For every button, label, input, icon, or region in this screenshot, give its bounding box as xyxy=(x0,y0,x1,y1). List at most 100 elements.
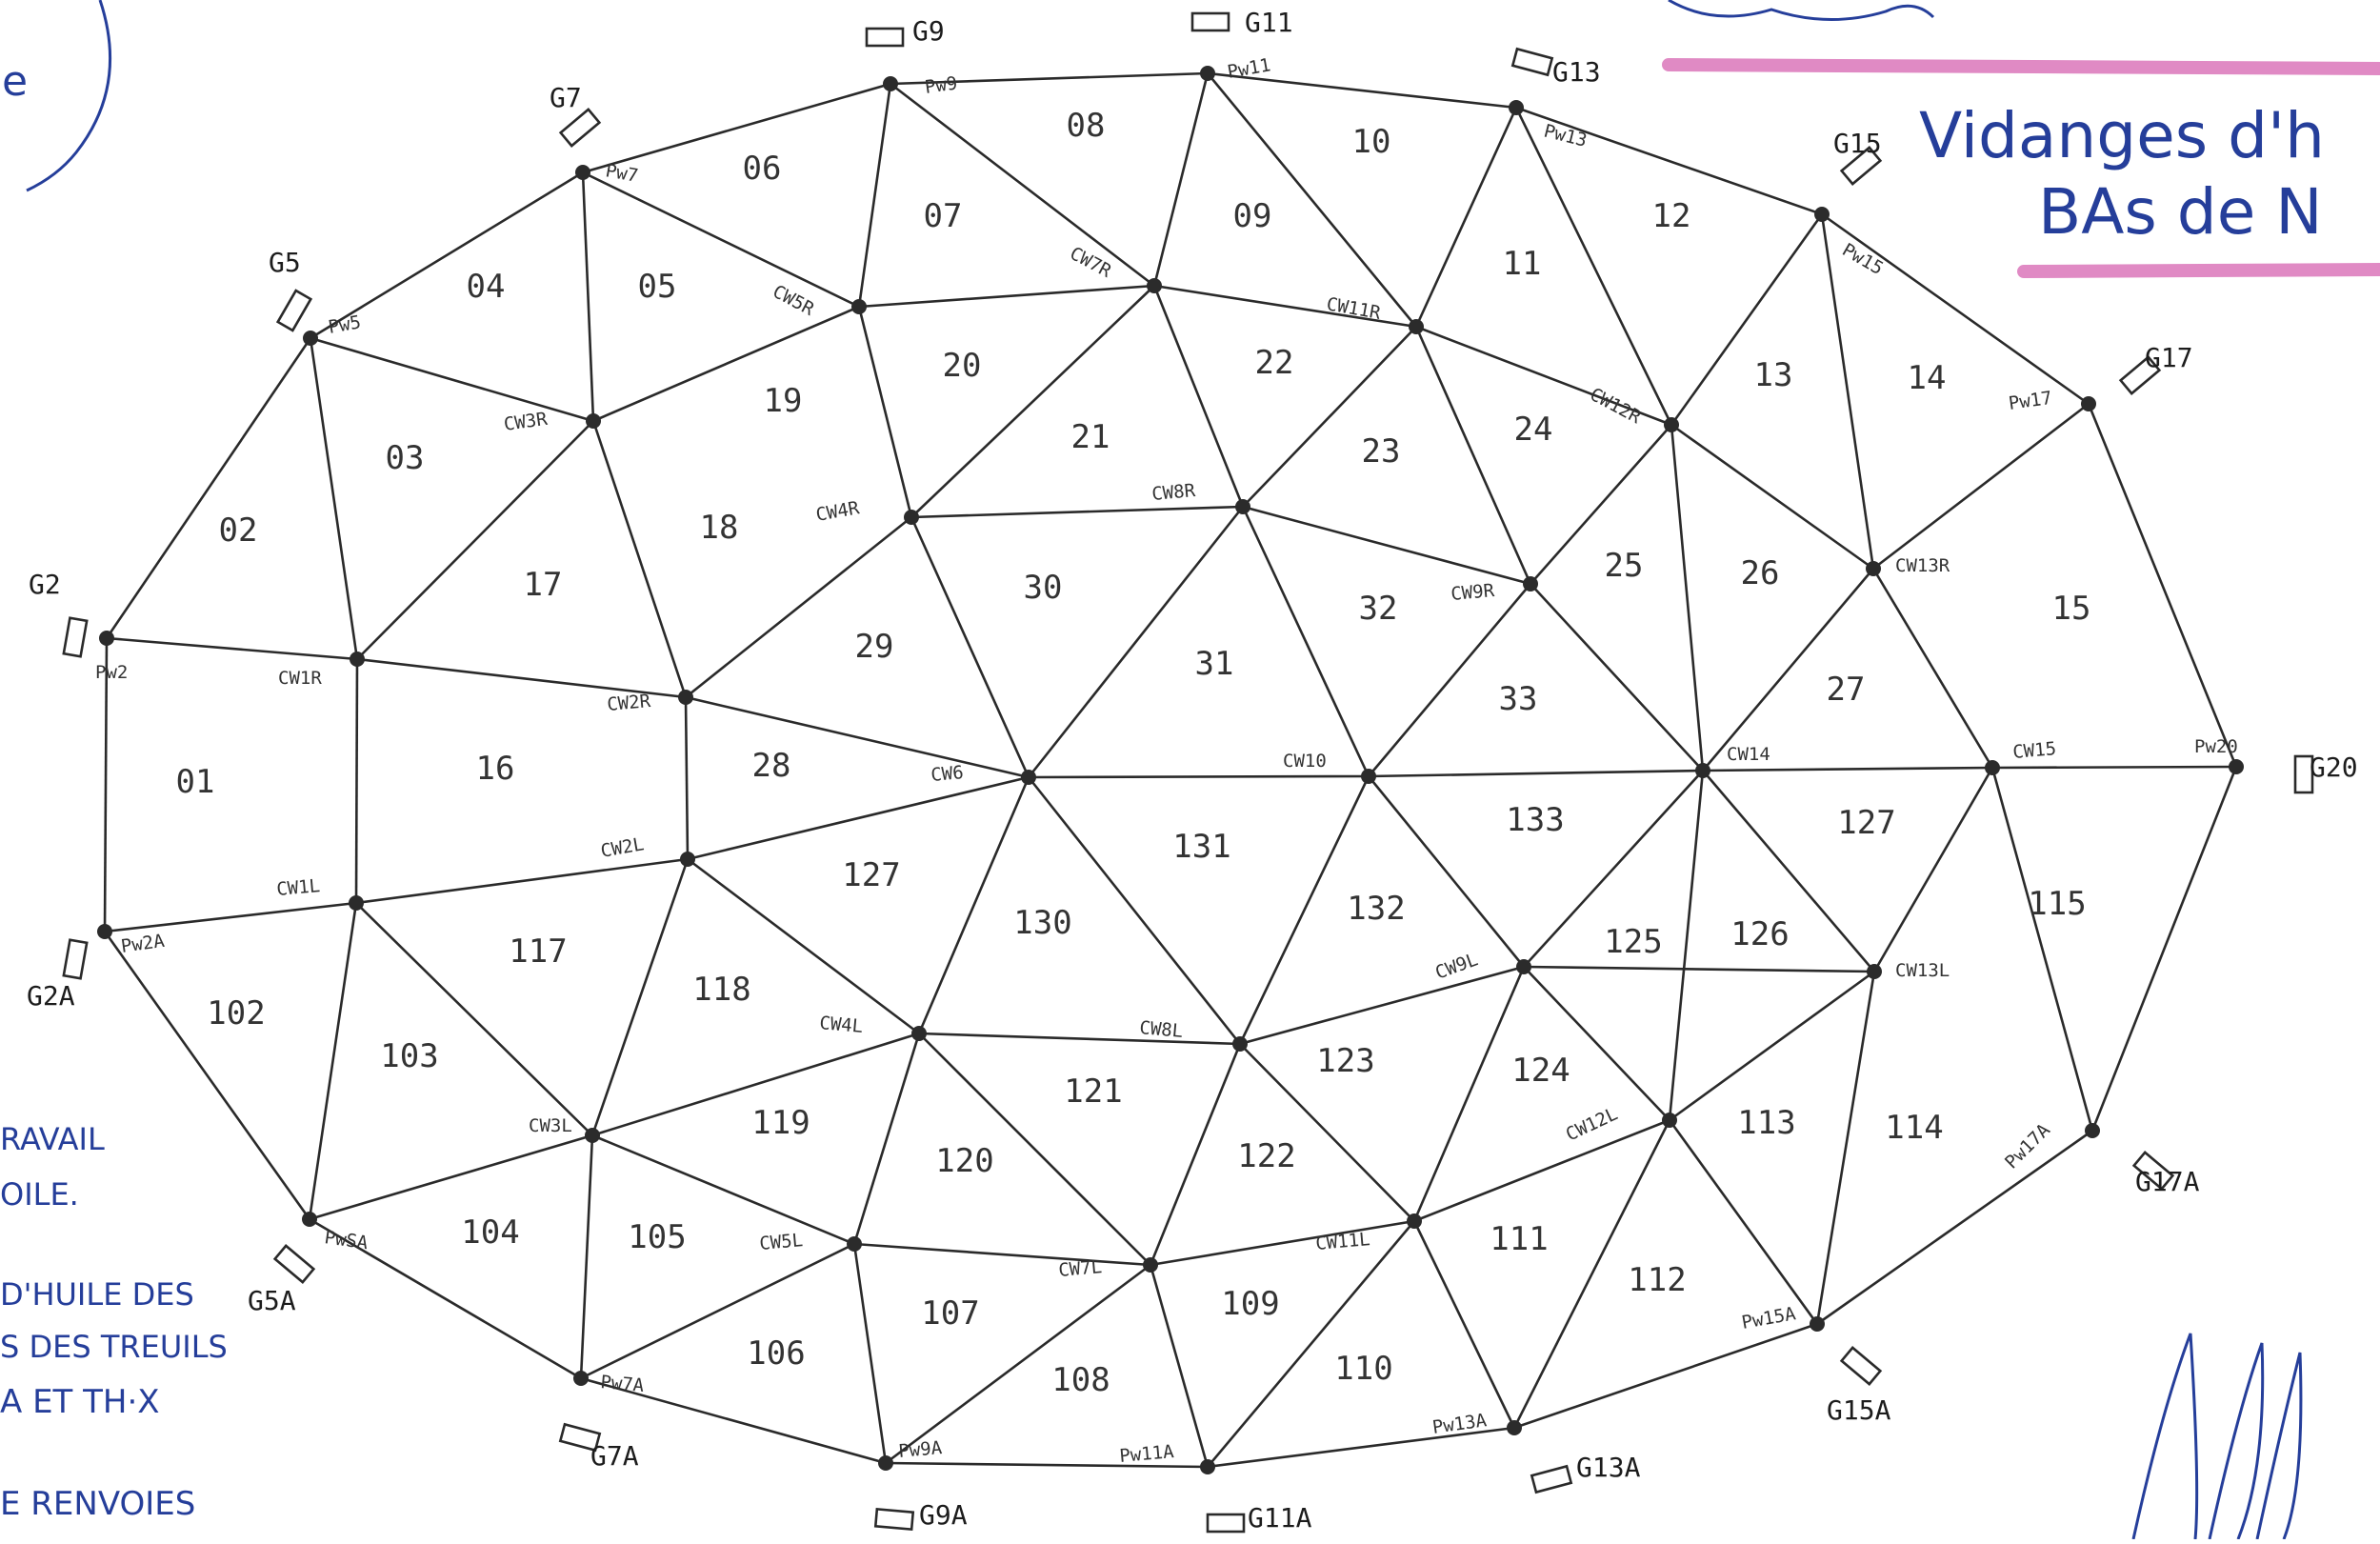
anchor-label-g20: G20 xyxy=(2310,752,2358,783)
note-fragment-renvoies: E RENVOIES xyxy=(0,1485,195,1523)
edge-pw20-pw17a xyxy=(2090,766,2238,1132)
anchor-label-g15: G15 xyxy=(1833,128,1882,159)
note-fragment-ravail: RAVAIL xyxy=(0,1121,105,1157)
panel-number-08: 08 xyxy=(1067,107,1106,145)
edge-cw12r-cw13r xyxy=(1670,423,1874,571)
panel-number-26: 26 xyxy=(1741,554,1780,592)
node-label-pw2a: Pw2A xyxy=(120,931,167,957)
panel-number-122: 122 xyxy=(1237,1137,1295,1175)
edge-cw9r-cw10 xyxy=(1368,583,1531,777)
anchor-label-g17a: G17A xyxy=(2135,1166,2200,1197)
node-label-cw13r: CW13R xyxy=(1895,555,1950,576)
panel-number-14: 14 xyxy=(1908,359,1947,397)
node-pw7a xyxy=(573,1371,589,1386)
signature-stroke-2 xyxy=(2208,1342,2265,1540)
node-label-cw8l: CW8L xyxy=(1139,1017,1185,1042)
signature-stroke-3 xyxy=(2255,1352,2303,1540)
edge-cw2l-cw3l xyxy=(590,858,690,1136)
anchor-label-g11a: G11A xyxy=(1248,1502,1312,1534)
edge-cw11l-cw12l xyxy=(1413,1118,1670,1223)
anchor-label-g7a: G7A xyxy=(590,1440,639,1472)
node-label-pw17: Pw17 xyxy=(2008,388,2053,414)
edge-cw11r-cw8r xyxy=(1242,326,1417,508)
panel-number-105: 105 xyxy=(628,1218,686,1256)
edge-pw15-cw13r xyxy=(1820,213,1875,570)
node-label-cw12r: CW12R xyxy=(1587,384,1645,429)
edge-pw13a-pw11a xyxy=(1207,1426,1515,1469)
node-cw13l xyxy=(1867,964,1882,979)
node-cw9l xyxy=(1516,959,1531,974)
node-cw13r xyxy=(1866,561,1881,576)
node-cw5r xyxy=(851,299,867,314)
node-pw17 xyxy=(2081,396,2096,411)
edge-pw17a-pw15a xyxy=(1816,1129,2093,1326)
panel-number-23: 23 xyxy=(1362,432,1401,471)
node-pw11a xyxy=(1200,1459,1215,1474)
node-pw15 xyxy=(1814,207,1830,222)
panel-number-113: 113 xyxy=(1737,1104,1795,1142)
anchor-label-g17: G17 xyxy=(2145,342,2193,373)
panel-number-106: 106 xyxy=(747,1334,805,1373)
node-label-pw15: Pw15 xyxy=(1839,239,1888,279)
edge-cw13l-pw15a xyxy=(1815,971,1876,1325)
node-label-cw13l: CW13L xyxy=(1895,960,1950,981)
panel-number-03: 03 xyxy=(386,439,425,477)
edge-pw11-cw7r xyxy=(1152,72,1210,287)
edge-cw2l-cw4l xyxy=(687,857,920,1035)
edge-cw8r-cw10 xyxy=(1241,506,1370,777)
edge-pw15a-pw13a xyxy=(1513,1322,1818,1430)
panel-number-125: 125 xyxy=(1604,923,1662,961)
node-pw2 xyxy=(99,631,114,646)
node-label-pw20: Pw20 xyxy=(2194,736,2238,757)
edge-pw9a-pw7a xyxy=(580,1376,887,1465)
edge-pw17-pw20 xyxy=(2087,403,2238,768)
anchor-label-g5: G5 xyxy=(269,247,301,278)
note-fragment-treuils: S DES TREUILS xyxy=(0,1329,228,1365)
node-cw12l xyxy=(1662,1113,1677,1128)
edge-pw5-pw7 xyxy=(310,170,584,340)
edge-cw14-cw15 xyxy=(1702,766,1993,772)
panel-number-111: 111 xyxy=(1490,1220,1548,1258)
node-label-cw5r: CW5R xyxy=(770,281,818,320)
node-label-cw9l: CW9L xyxy=(1432,949,1481,983)
node-cw7r xyxy=(1147,278,1162,293)
edge-pw7-pw9 xyxy=(582,82,891,174)
edge-cw8l-cw9l xyxy=(1239,965,1525,1046)
anchor-label-g11: G11 xyxy=(1245,7,1293,38)
node-cw8r xyxy=(1235,499,1250,514)
edge-pw15-cw12r xyxy=(1670,213,1824,426)
node-pw9 xyxy=(883,76,898,91)
edge-cw3r-cw2r xyxy=(591,420,688,698)
edge-cw14-cw9l xyxy=(1523,770,1704,968)
anchor-box-g13a xyxy=(1530,1464,1573,1494)
edge-cw7l-pw9a xyxy=(885,1263,1151,1465)
node-label-cw3r: CW3R xyxy=(503,409,550,435)
panel-number-114: 114 xyxy=(1885,1109,1943,1147)
node-label-pw13a: Pw13A xyxy=(1431,1410,1489,1438)
edge-cw13r-cw14 xyxy=(1702,568,1874,772)
edge-cw5l-pw7a xyxy=(580,1242,855,1380)
anchor-box-g2a xyxy=(62,938,89,980)
panel-number-103: 103 xyxy=(380,1037,438,1075)
panel-number-110: 110 xyxy=(1334,1350,1392,1388)
node-cw4r xyxy=(904,510,919,525)
edge-cw11r-cw12r xyxy=(1415,325,1672,427)
panel-number-107: 107 xyxy=(921,1294,979,1333)
anchor-label-g13a: G13A xyxy=(1576,1452,1641,1483)
node-cw7l xyxy=(1143,1257,1158,1273)
node-pw5 xyxy=(303,331,318,346)
panel-number-121: 121 xyxy=(1064,1073,1122,1111)
panel-number-19: 19 xyxy=(764,382,803,420)
edge-pw17-cw13r xyxy=(1872,402,2090,571)
node-label-cw11l: CW11L xyxy=(1315,1229,1371,1254)
panel-number-24: 24 xyxy=(1514,411,1553,449)
panel-number-02: 02 xyxy=(219,511,258,550)
node-cw9r xyxy=(1523,576,1538,592)
edge-pw13-cw11r xyxy=(1414,107,1518,328)
highlight-stroke-top xyxy=(1662,58,2380,75)
node-label-cw4l: CW4L xyxy=(819,1013,865,1037)
edge-pw9-cw5r xyxy=(857,83,892,308)
node-pw2a xyxy=(97,924,112,939)
edge-cw3l-cw4l xyxy=(591,1032,920,1137)
node-label-pw9a: Pw9A xyxy=(898,1437,944,1462)
